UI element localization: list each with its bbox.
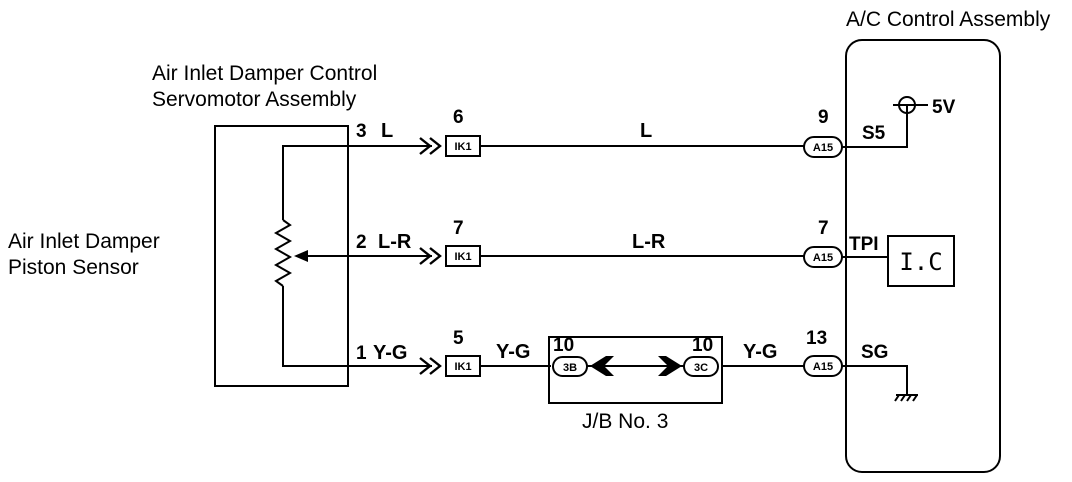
a15-label: A15 <box>813 361 833 373</box>
connector-chevron-icon <box>429 137 442 155</box>
a15-pin-7: 7 <box>818 218 829 239</box>
wiper-arrow-icon <box>294 250 308 262</box>
servo-title-line2: Servomotor Assembly <box>152 88 357 111</box>
chevron-left-icon <box>590 356 614 376</box>
ac-control-title: A/C Control Assembly <box>846 8 1051 31</box>
jb-connector-3c <box>683 356 719 377</box>
terminal-sg: SG <box>861 342 888 363</box>
a15-label: A15 <box>813 142 833 154</box>
servo-pin-1: 1 <box>356 343 367 364</box>
circuit-s5: 3 L 6 IK1 L 9 A15 S5 5V <box>348 96 956 158</box>
servo-wire-l: L <box>381 120 393 142</box>
servo-pin-2: 2 <box>356 232 367 253</box>
ik1-label: IK1 <box>454 361 471 373</box>
wire-yg-out: Y-G <box>743 341 777 363</box>
servo-pin-3: 3 <box>356 121 367 142</box>
jb-pin-in: 10 <box>553 335 574 356</box>
junction-block-box <box>548 336 723 404</box>
a15-label: A15 <box>813 252 833 264</box>
circuit-sg: 1 Y-G 5 IK1 Y-G 10 3B 10 3C J/B No. 3 Y-… <box>348 328 918 433</box>
circuit-tpi: 2 L-R 7 IK1 L-R 7 A15 TPI I.C <box>348 218 955 287</box>
ik1-pin-6: 6 <box>453 107 464 128</box>
ground-icon <box>894 394 918 402</box>
wire-l: L <box>640 120 652 142</box>
ik1-label: IK1 <box>454 251 471 263</box>
ik1-label: IK1 <box>454 141 471 153</box>
ik1-pin-7: 7 <box>453 218 464 239</box>
jb-connector-3c-label: 3C <box>694 362 708 374</box>
junction-block-label: J/B No. 3 <box>582 410 668 433</box>
terminal-tpi: TPI <box>849 234 879 255</box>
ik1-pin-5: 5 <box>453 328 464 349</box>
jb-pin-out: 10 <box>692 335 713 356</box>
terminal-s5: S5 <box>862 123 886 144</box>
jb-connector-3b-label: 3B <box>563 362 577 374</box>
ic-label: I.C <box>899 248 942 276</box>
ic-box <box>887 235 955 287</box>
sensor-label-line1: Air Inlet Damper <box>8 230 160 253</box>
ac-control-box <box>845 39 1001 473</box>
servo-wire-yg: Y-G <box>373 342 407 364</box>
servo-wire-lr: L-R <box>378 231 412 253</box>
servo-title-line1: Air Inlet Damper Control <box>152 62 377 85</box>
connector-chevron-icon <box>419 247 432 265</box>
connector-chevron-icon <box>429 357 442 375</box>
supply-5v: 5V <box>932 97 956 118</box>
sensor-label-line2: Piston Sensor <box>8 256 139 279</box>
a15-pin-9: 9 <box>818 107 829 128</box>
connector-chevron-icon <box>419 137 432 155</box>
wire-lr: L-R <box>632 231 666 253</box>
connector-chevron-icon <box>429 247 442 265</box>
wire-yg-in: Y-G <box>496 341 530 363</box>
chevron-right-icon <box>658 356 682 376</box>
potentiometer-symbol <box>273 145 348 367</box>
a15-pin-13: 13 <box>806 328 827 349</box>
connector-chevron-icon <box>419 357 432 375</box>
